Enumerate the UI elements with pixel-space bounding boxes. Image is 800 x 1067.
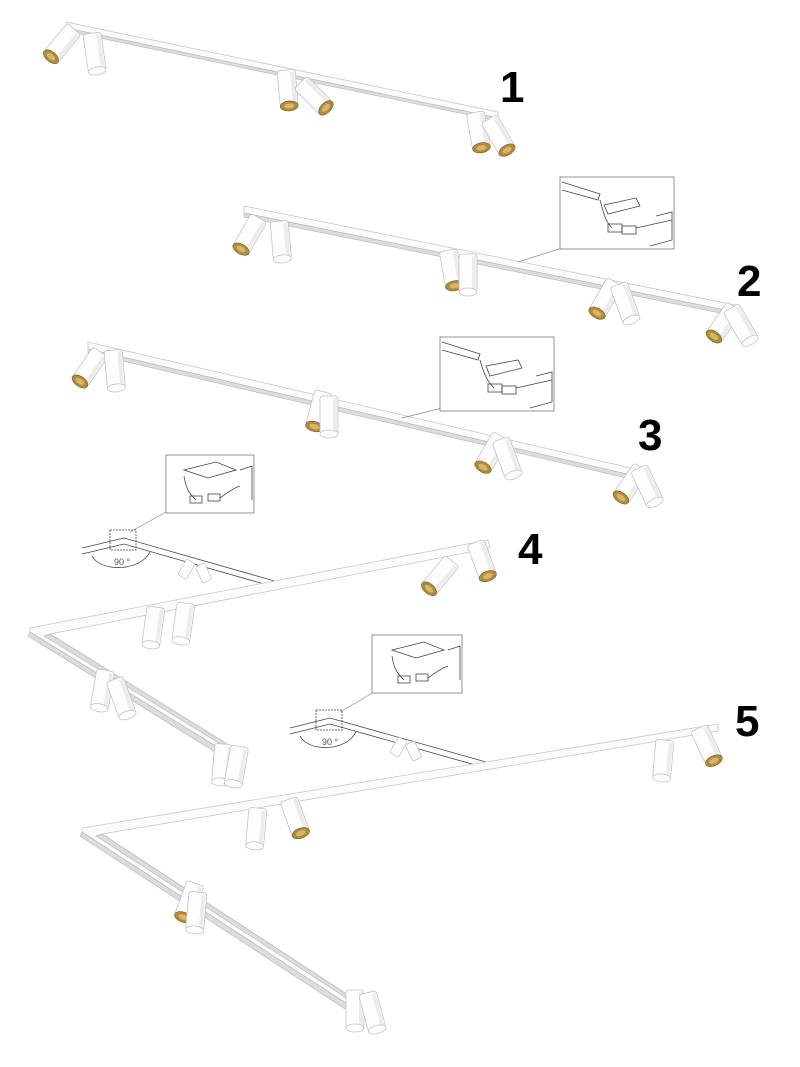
configuration-5: 90 °	[79, 634, 725, 1037]
connector-detail-inset	[439, 336, 555, 412]
spotlight	[319, 395, 339, 439]
spotlight	[651, 738, 675, 784]
connector-detail-inset	[559, 176, 675, 250]
configuration-3	[69, 336, 666, 511]
spotlight	[690, 723, 725, 770]
connector-detail-inset	[371, 634, 463, 694]
configuration-2	[230, 176, 761, 350]
configuration-number-1: 1	[500, 63, 525, 112]
spotlight	[230, 212, 268, 259]
connector-detail-inset	[165, 454, 255, 514]
spotlight	[418, 554, 460, 599]
spotlight	[269, 219, 293, 265]
angle-label: 90 °	[114, 557, 131, 567]
configuration-number-3: 3	[638, 411, 663, 460]
detail-leader-line	[517, 247, 563, 263]
detail-leader-line	[401, 407, 443, 419]
corner-schematic	[81, 529, 279, 589]
spotlight	[458, 253, 478, 297]
spotlight	[466, 538, 499, 585]
configuration-4: 90 °	[27, 454, 499, 790]
configuration-number-5: 5	[735, 697, 760, 746]
spotlight	[40, 22, 82, 67]
detail-leader-line	[339, 691, 375, 713]
spotlight	[279, 795, 312, 842]
spotlight	[69, 346, 109, 392]
configuration-number-4: 4	[518, 525, 543, 574]
angle-label: 90 °	[322, 737, 339, 747]
spotlight	[244, 806, 268, 852]
spotlight	[103, 348, 127, 394]
configuration-1	[40, 21, 518, 160]
spotlight	[184, 890, 208, 936]
corner-schematic	[289, 709, 487, 769]
detail-leader-line	[129, 511, 167, 533]
configuration-number-2: 2	[737, 257, 762, 306]
